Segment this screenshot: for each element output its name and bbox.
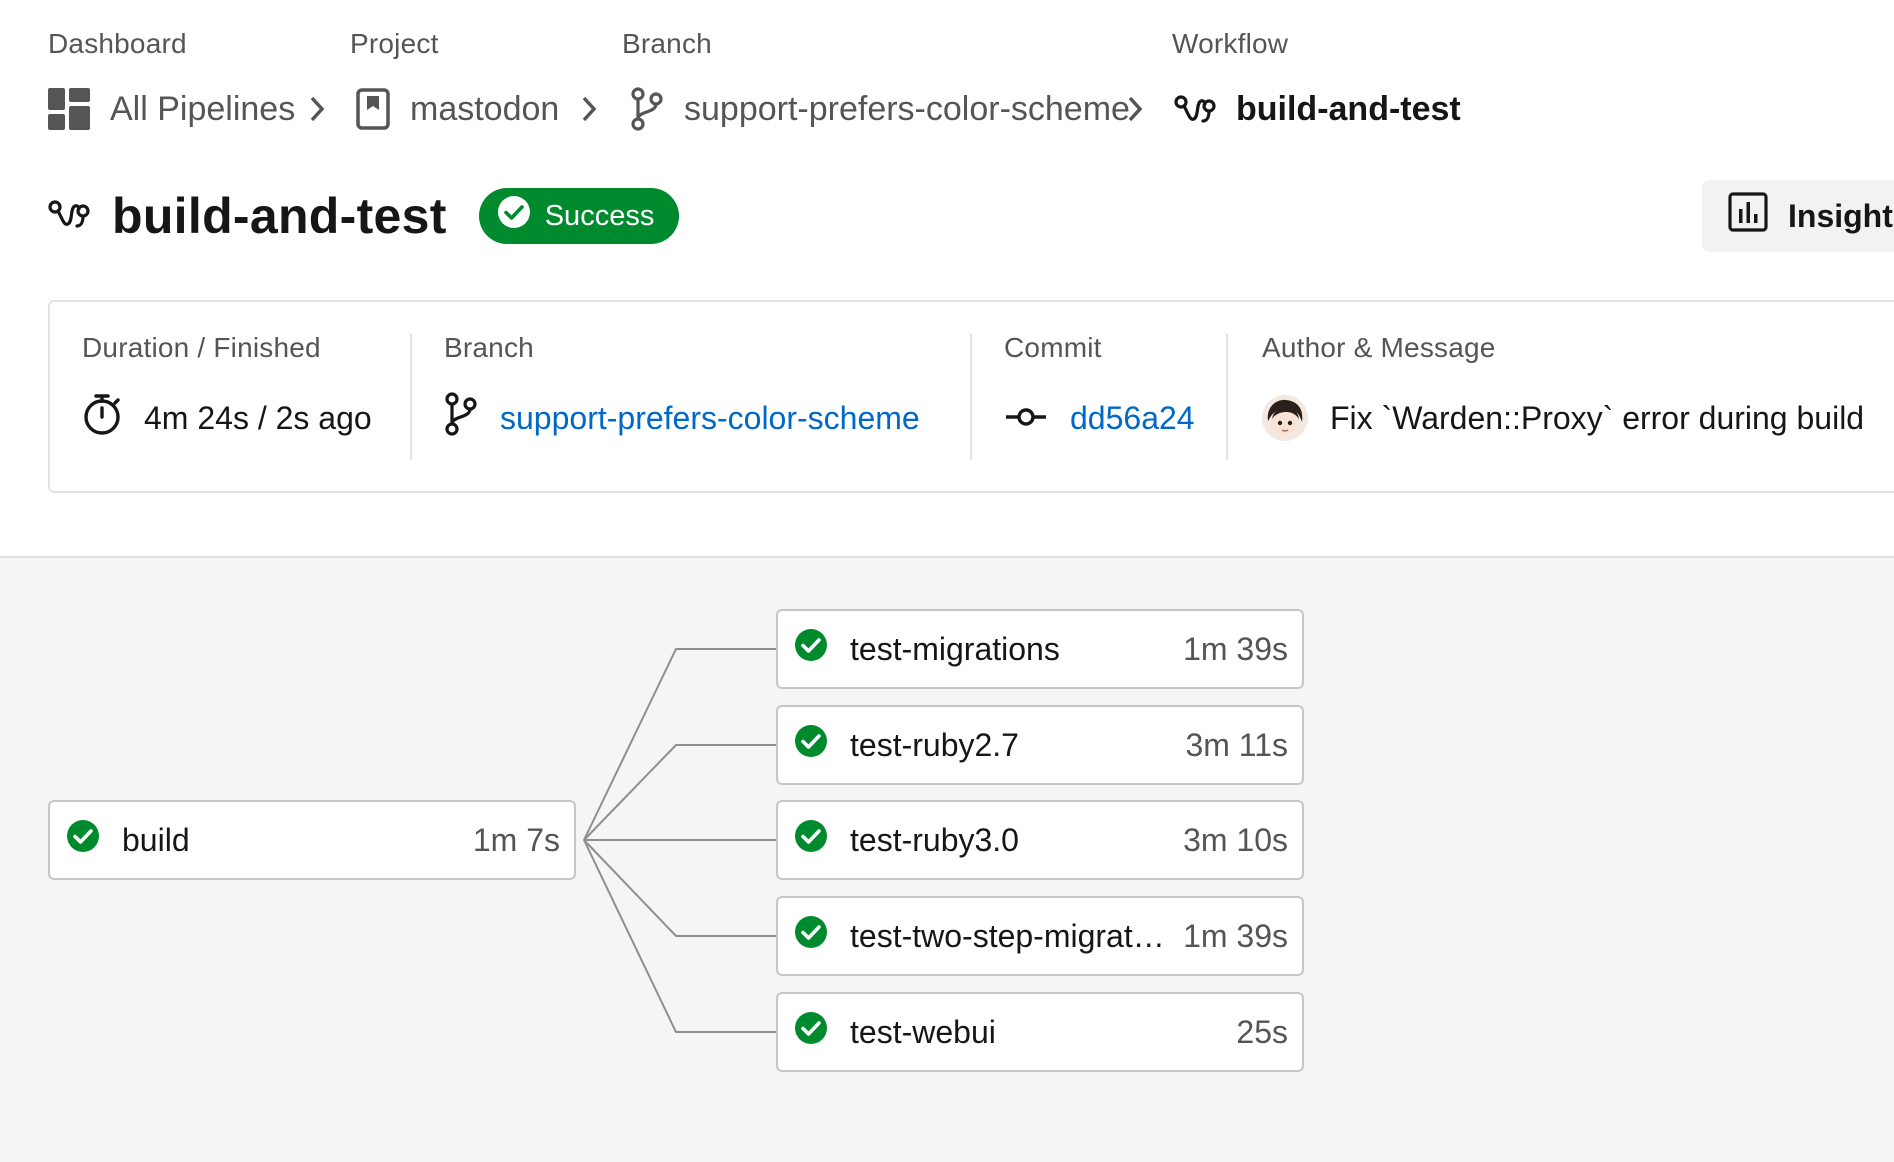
duration-value-row: 4m 24s / 2s ago — [82, 394, 372, 442]
page-header: build-and-test Success — [48, 186, 680, 246]
job-card-test-migrations[interactable]: test-migrations 1m 39s — [776, 609, 1304, 689]
job-card-test-two-step-migrations[interactable]: test-two-step-migrati… 1m 39s — [776, 896, 1304, 976]
job-duration: 1m 39s — [1183, 630, 1288, 667]
git-branch-icon — [630, 87, 664, 131]
job-name: test-webui — [850, 1013, 996, 1050]
commit-message: Fix `Warden::Proxy` error during build — [1330, 399, 1865, 436]
branch-value-row: support-prefers-color-scheme — [444, 392, 920, 444]
commit-icon — [1004, 400, 1048, 437]
job-duration: 1m 7s — [472, 821, 560, 858]
breadcrumb-project[interactable]: mastodon — [356, 84, 559, 134]
breadcrumb-all-pipelines[interactable]: All Pipelines — [48, 84, 295, 134]
edge-build-to-test-migrations — [583, 648, 776, 841]
author-value-row: Fix `Warden::Proxy` error during build — [1262, 394, 1864, 442]
chevron-right-icon — [580, 84, 598, 134]
branch-link[interactable]: support-prefers-color-scheme — [500, 399, 920, 436]
check-circle-icon — [794, 1011, 828, 1053]
divider — [1226, 334, 1228, 460]
breadcrumb-workflow-label: build-and-test — [1236, 89, 1461, 128]
bar-chart-icon — [1728, 192, 1768, 240]
commit-section: Commit dd56a24 — [1004, 332, 1195, 462]
job-card-test-webui[interactable]: test-webui 25s — [776, 992, 1304, 1072]
check-circle-icon — [794, 819, 828, 861]
insights-button[interactable]: Insights — [1702, 180, 1894, 252]
duration-section: Duration / Finished 4m 24s / 2s ago — [82, 332, 372, 462]
branch-section: Branch support-prefers-color-scheme — [444, 332, 920, 462]
edge-build-to-test-two-step-migrations — [583, 839, 776, 937]
duration-value: 4m 24s / 2s ago — [144, 399, 372, 436]
page-title: build-and-test — [112, 188, 447, 244]
job-name: build — [122, 821, 190, 858]
project-bookmark-icon — [356, 88, 390, 130]
stopwatch-icon — [82, 393, 122, 443]
git-branch-icon — [444, 392, 478, 444]
breadcrumb: All Pipelines mastodon support-prefers-c… — [48, 84, 1648, 134]
divider — [410, 334, 412, 460]
breadcrumb-label-project: Project — [350, 28, 439, 59]
breadcrumb-branch-label: support-prefers-color-scheme — [684, 89, 1130, 128]
breadcrumb-label-branch: Branch — [622, 28, 712, 59]
commit-label: Commit — [1004, 332, 1102, 363]
insights-button-label: Insights — [1788, 197, 1894, 234]
chevron-right-icon — [308, 84, 326, 134]
chevron-right-icon — [1126, 84, 1144, 134]
workflow-icon — [48, 198, 90, 235]
breadcrumb-label-workflow: Workflow — [1172, 28, 1289, 59]
commit-value-row: dd56a24 — [1004, 394, 1195, 442]
check-circle-icon — [794, 628, 828, 670]
breadcrumb-workflow[interactable]: build-and-test — [1174, 84, 1461, 134]
check-circle-icon — [794, 915, 828, 957]
pipeline-edges — [583, 648, 776, 1033]
edge-build-to-test-webui — [583, 839, 776, 1033]
job-name: test-ruby2.7 — [850, 726, 1019, 763]
job-duration: 3m 10s — [1183, 821, 1288, 858]
dashboard-grid-icon — [48, 88, 90, 130]
pipeline-graph: build 1m 7s test-migrations 1m 39s test-… — [0, 556, 1894, 1162]
job-card-test-ruby3.0[interactable]: test-ruby3.0 3m 10s — [776, 800, 1304, 880]
avatar[interactable] — [1262, 395, 1308, 441]
job-name: test-two-step-migrati… — [850, 917, 1170, 954]
status-badge: Success — [478, 188, 680, 244]
breadcrumb-labels: Dashboard Project Branch Workflow — [48, 28, 1648, 62]
workflow-details-card: Duration / Finished 4m 24s / 2s ago Bran… — [48, 300, 1894, 493]
edge-build-to-test-ruby2.7 — [583, 744, 776, 841]
workflow-icon — [1174, 93, 1216, 125]
commit-link[interactable]: dd56a24 — [1070, 399, 1195, 436]
status-badge-label: Success — [544, 199, 655, 232]
job-name: test-migrations — [850, 630, 1060, 667]
job-name: test-ruby3.0 — [850, 821, 1019, 858]
job-duration: 1m 39s — [1183, 917, 1288, 954]
job-card-build[interactable]: build 1m 7s — [48, 800, 576, 880]
divider — [970, 334, 972, 460]
breadcrumb-label-dashboard: Dashboard — [48, 28, 187, 59]
author-label: Author & Message — [1262, 332, 1496, 363]
job-duration: 3m 11s — [1185, 726, 1288, 763]
duration-label: Duration / Finished — [82, 332, 321, 363]
job-duration: 25s — [1236, 1013, 1288, 1050]
check-circle-icon — [794, 724, 828, 766]
breadcrumb-branch[interactable]: support-prefers-color-scheme — [630, 84, 1130, 134]
branch-label: Branch — [444, 332, 534, 363]
breadcrumb-project-label: mastodon — [410, 89, 560, 128]
job-card-test-ruby2.7[interactable]: test-ruby2.7 3m 11s — [776, 705, 1304, 785]
breadcrumb-all-pipelines-label: All Pipelines — [110, 89, 296, 128]
check-circle-icon — [497, 195, 531, 237]
check-circle-icon — [66, 819, 100, 861]
author-section: Author & Message Fix `Warden::Proxy` err… — [1262, 332, 1864, 462]
